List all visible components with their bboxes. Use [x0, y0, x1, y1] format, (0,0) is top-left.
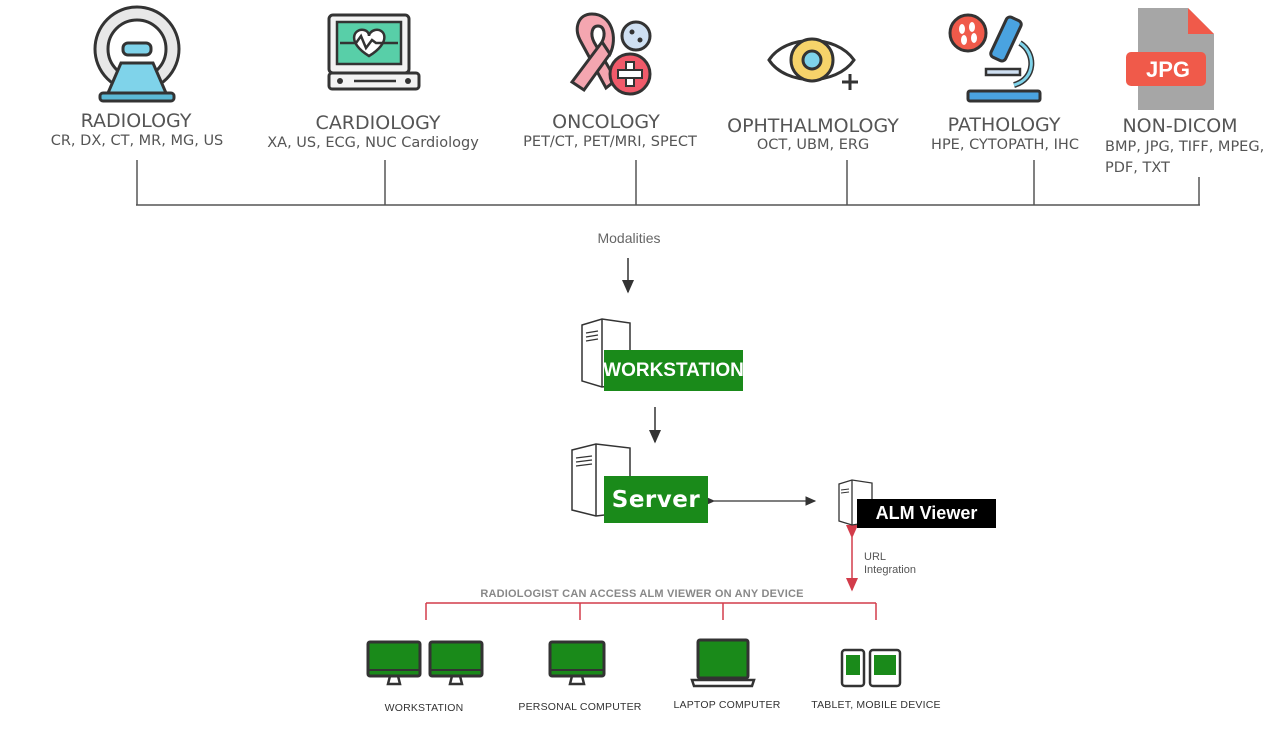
eye-icon [767, 37, 858, 90]
jpg-file-icon: JPG [1126, 8, 1214, 110]
device-laptop-label: LAPTOP COMPUTER [673, 699, 781, 711]
device-tablet-label: TABLET, MOBILE DEVICE [811, 699, 941, 711]
monitor-icon [548, 640, 606, 686]
dual-monitor-icon [366, 640, 484, 686]
modalities-label: Modalities [597, 230, 661, 246]
pathology-modalities: HPE, CYTOPATH, IHC [931, 137, 1079, 153]
laptop-icon [690, 638, 756, 688]
modality-bus [136, 160, 1200, 206]
non-dicom-title: NON-DICOM [1122, 115, 1238, 137]
device-workstation-label: WORKSTATION [384, 702, 464, 714]
ophthalmology-modalities: OCT, UBM, ERG [756, 137, 870, 153]
radiology-modalities: CR, DX, CT, MR, MG, US [50, 133, 224, 149]
oncology-modalities: PET/CT, PET/MRI, SPECT [523, 134, 697, 150]
ophthalmology-title: OPHTHALMOLOGY [727, 115, 899, 137]
alm-viewer-label: ALM Viewer [857, 499, 996, 528]
heart-monitor-icon [327, 13, 421, 91]
microscope-icon [948, 13, 1042, 103]
radiology-title: RADIOLOGY [80, 110, 192, 132]
oncology-title: ONCOLOGY [552, 111, 660, 133]
cardiology-title: CARDIOLOGY [315, 112, 441, 134]
pathology-title: PATHOLOGY [947, 114, 1061, 136]
ct-scanner-icon [93, 5, 181, 103]
workstation-label: WORKSTATION [603, 350, 744, 391]
non-dicom-modalities: BMP, JPG, TIFF, MPEG, PDF, TXT [1105, 139, 1265, 176]
access-label: RADIOLOGIST CAN ACCESS ALM VIEWER ON ANY… [480, 588, 804, 600]
url-integration-label: URL Integration [864, 551, 916, 576]
jpg-file-icon-text: JPG [1146, 57, 1190, 82]
cardiology-modalities: XA, US, ECG, NUC Cardiology [267, 135, 479, 151]
device-bus [425, 602, 877, 620]
device-personal-computer-label: PERSONAL COMPUTER [518, 701, 642, 713]
server-label: Server [604, 476, 708, 523]
tablet-phone-icon [840, 648, 902, 688]
cancer-ribbon-icon [569, 12, 652, 96]
